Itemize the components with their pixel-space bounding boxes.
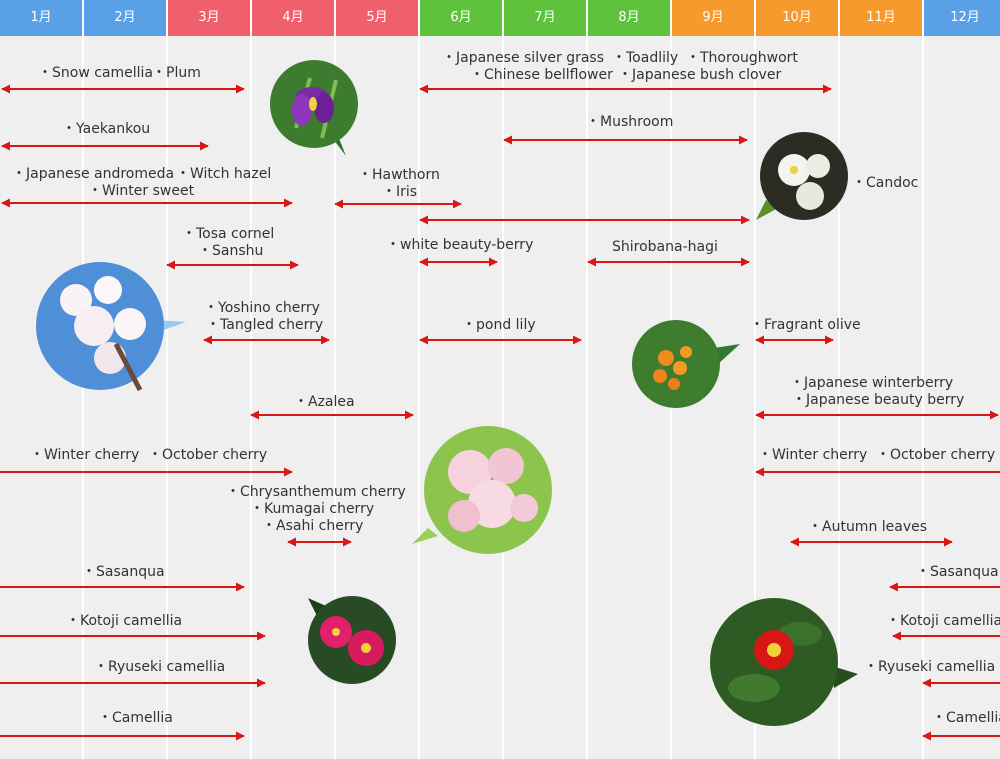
month-column-6 bbox=[420, 36, 502, 759]
label-tosa-cornel: ・Tosa cornel bbox=[182, 226, 275, 242]
label-kotoji-camellia-left: ・Kotoji camellia bbox=[66, 613, 183, 629]
label-asahi-cherry: ・Asahi cherry bbox=[262, 518, 364, 534]
label-candoc: ・Candoc bbox=[852, 175, 919, 191]
month-column-11 bbox=[840, 36, 922, 759]
month-header-6: 6月 bbox=[420, 0, 502, 36]
label-mushroom: ・Mushroom bbox=[586, 114, 674, 130]
label-plum: ・Plum bbox=[152, 65, 201, 81]
label-yoshino-cherry: ・Yoshino cherry bbox=[204, 300, 320, 316]
month-column-3 bbox=[168, 36, 250, 759]
label-sanshu: ・Sanshu bbox=[198, 243, 264, 259]
water-lily-photo bbox=[756, 132, 848, 220]
month-header-12: 12月 bbox=[924, 0, 1000, 36]
label-kotoji-camellia-right: ・Kotoji camellia bbox=[886, 613, 1000, 629]
month-header-3: 3月 bbox=[168, 0, 250, 36]
sasanqua-photo bbox=[308, 596, 396, 684]
label-japanese-silver-grass: ・Japanese silver grass bbox=[442, 50, 605, 66]
month-header-1: 1月 bbox=[0, 0, 82, 36]
label-japanese-bush-clover: ・Japanese bush clover bbox=[618, 67, 782, 83]
month-header-5: 5月 bbox=[336, 0, 418, 36]
label-japanese-andromeda: ・Japanese andromeda bbox=[12, 166, 175, 182]
label-hawthorn: ・Hawthorn bbox=[358, 167, 440, 183]
cherry-blossom-photo bbox=[36, 262, 186, 392]
label-tangled-cherry: ・Tangled cherry bbox=[206, 317, 324, 333]
month-header-8: 8月 bbox=[588, 0, 670, 36]
label-pond-lily: ・pond lily bbox=[462, 317, 536, 333]
label-witch-hazel: ・Witch hazel bbox=[176, 166, 272, 182]
label-japanese-beauty-berry: ・Japanese beauty berry bbox=[792, 392, 965, 408]
month-column-12 bbox=[924, 36, 1000, 759]
label-chinese-bellflower: ・Chinese bellflower bbox=[470, 67, 613, 83]
month-header-9: 9月 bbox=[672, 0, 754, 36]
label-ryuseki-camellia-left: ・Ryuseki camellia bbox=[94, 659, 226, 675]
label-japanese-winterberry: ・Japanese winterberry bbox=[790, 375, 954, 391]
double-cherry-photo bbox=[412, 426, 552, 554]
label-iris: ・Iris bbox=[382, 184, 418, 200]
label-winter-sweet: ・Winter sweet bbox=[88, 183, 195, 199]
label-sasanqua-left: ・Sasanqua bbox=[82, 564, 165, 580]
month-column-2 bbox=[84, 36, 166, 759]
label-fragrant-olive: ・Fragrant olive bbox=[750, 317, 861, 333]
month-header-11: 11月 bbox=[840, 0, 922, 36]
label-kumagai-cherry: ・Kumagai cherry bbox=[250, 501, 375, 517]
camellia-photo bbox=[710, 598, 858, 726]
label-camellia-right: ・Camellia bbox=[932, 710, 1000, 726]
label-azalea: ・Azalea bbox=[294, 394, 355, 410]
month-header-4: 4月 bbox=[252, 0, 334, 36]
month-column-7 bbox=[504, 36, 586, 759]
label-white-beauty-berry: ・white beauty-berry bbox=[386, 237, 534, 253]
label-sasanqua-right: ・Sasanqua bbox=[916, 564, 999, 580]
label-yaekankou: ・Yaekankou bbox=[62, 121, 151, 137]
iris-photo bbox=[270, 60, 358, 156]
label-winter-cherry-left: ・Winter cherry bbox=[30, 447, 140, 463]
month-header-7: 7月 bbox=[504, 0, 586, 36]
label-october-cherry-left: ・October cherry bbox=[148, 447, 268, 463]
label-october-cherry-right: ・October cherry bbox=[876, 447, 996, 463]
fragrant-olive-photo bbox=[632, 320, 740, 408]
month-header-2: 2月 bbox=[84, 0, 166, 36]
label-shirobana-hagi: Shirobana-hagi bbox=[612, 239, 718, 255]
month-column-1 bbox=[0, 36, 82, 759]
label-autumn-leaves: ・Autumn leaves bbox=[808, 519, 928, 535]
label-camellia-left: ・Camellia bbox=[98, 710, 173, 726]
label-chrysanthemum-cherry: ・Chrysanthemum cherry bbox=[226, 484, 406, 500]
label-snow-camellia: ・Snow camellia bbox=[38, 65, 154, 81]
label-ryuseki-camellia-right: ・Ryuseki camellia bbox=[864, 659, 996, 675]
label-winter-cherry-right: ・Winter cherry bbox=[758, 447, 868, 463]
month-header-10: 10月 bbox=[756, 0, 838, 36]
label-toadlily: ・Toadlily bbox=[612, 50, 679, 66]
label-thoroughwort: ・Thoroughwort bbox=[686, 50, 798, 66]
